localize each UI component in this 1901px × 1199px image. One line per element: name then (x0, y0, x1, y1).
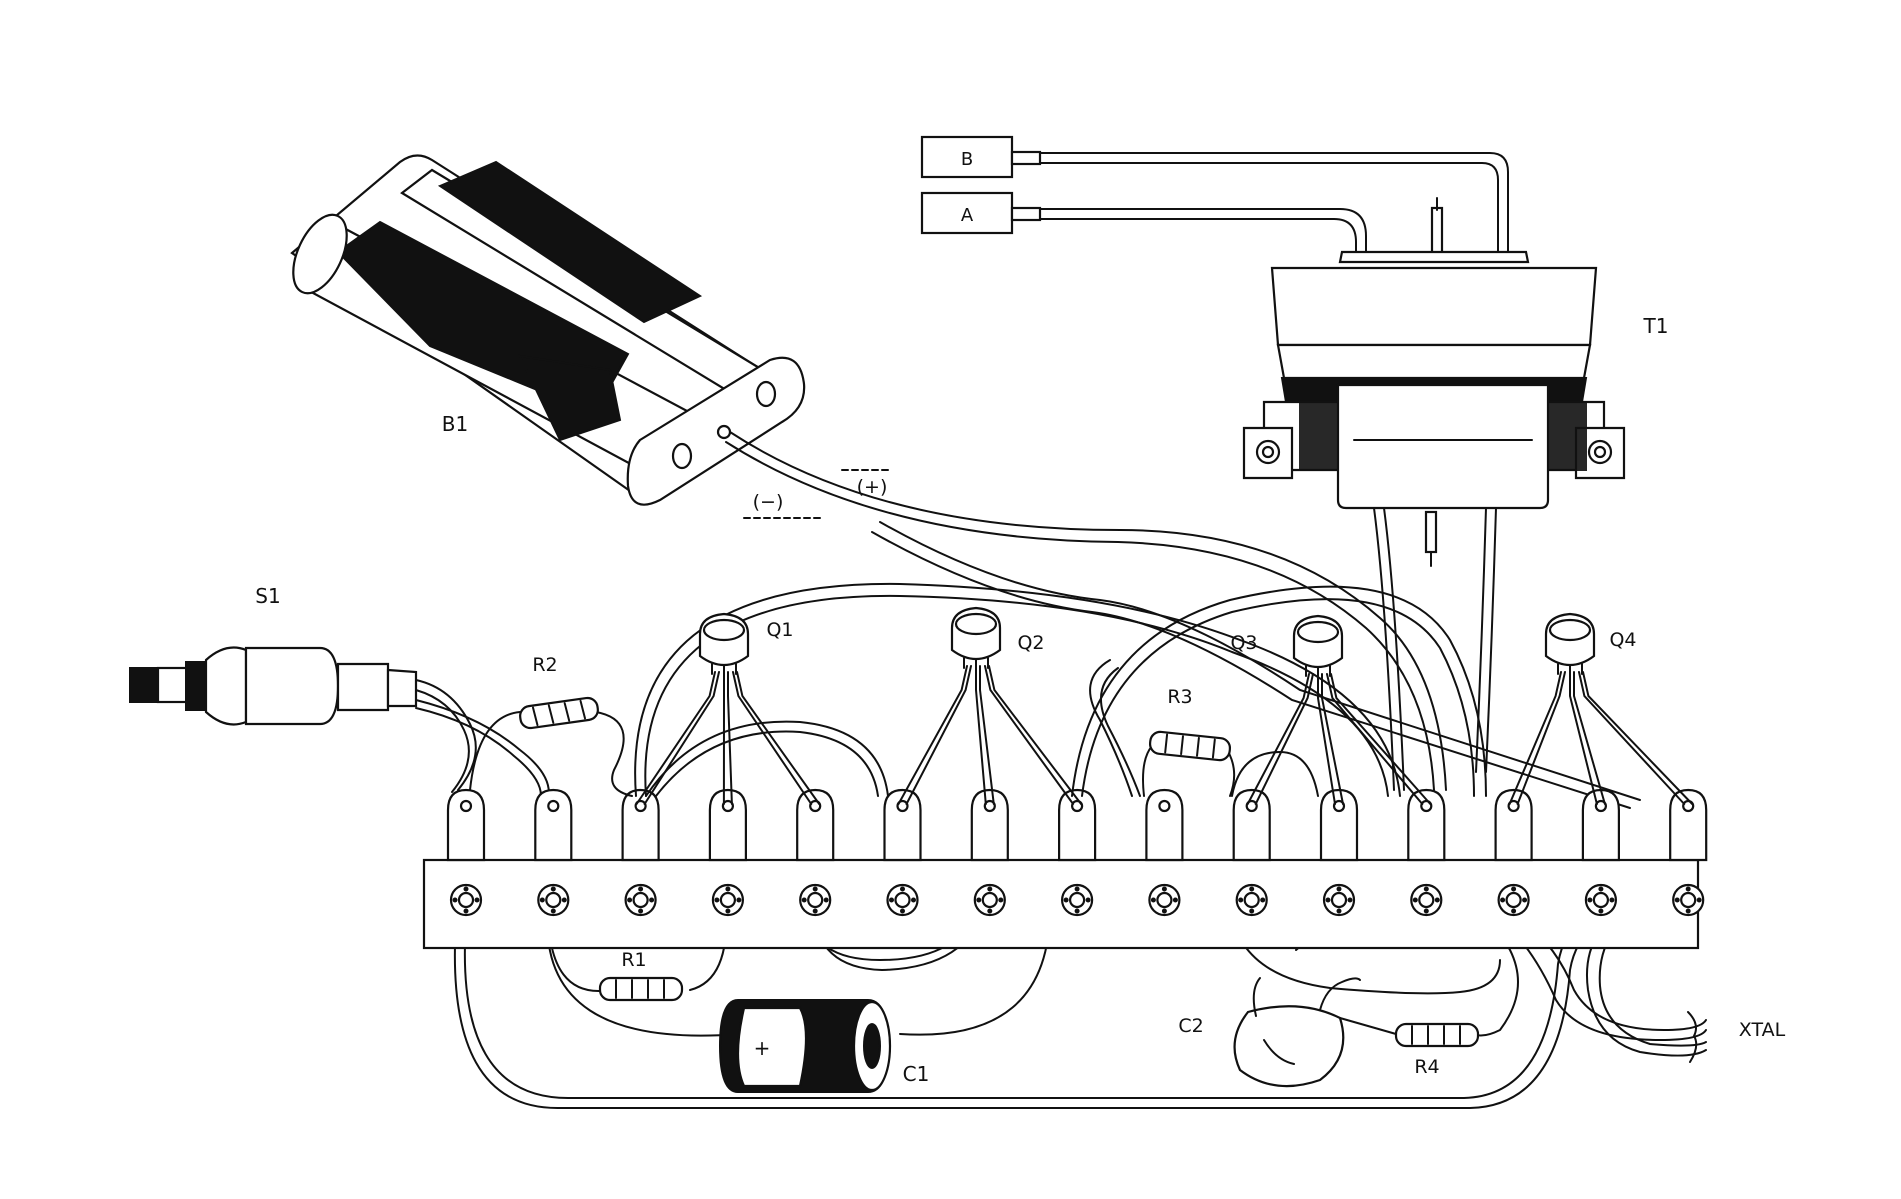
solder-lug (796, 788, 835, 862)
switch-leads (415, 679, 550, 803)
strip-hole (537, 883, 570, 917)
resistor-r2: R2 (519, 654, 599, 730)
q4-label: Q4 (1609, 629, 1636, 651)
solder-lug (883, 788, 922, 862)
transformer-t1: T1 (1242, 250, 1669, 567)
battery-leads: (−) (+) (725, 431, 1641, 809)
strip-hole (973, 883, 1006, 917)
resistor-r4: R4 (1339, 1017, 1480, 1078)
q1-label: Q1 (766, 619, 793, 641)
q2-label: Q2 (1017, 632, 1044, 654)
switch-s1: S1 (129, 584, 418, 726)
terminal-a-label: A (961, 205, 974, 226)
output-terminals: B A (920, 135, 1042, 235)
strip-hole (1322, 883, 1356, 917)
strip-hole (1584, 883, 1618, 917)
solder-lug (1494, 788, 1533, 862)
battery-positive-label: (+) (857, 476, 888, 498)
strip-hole (624, 883, 657, 917)
r3-label: R3 (1167, 686, 1192, 708)
c2-label: C2 (1178, 1015, 1203, 1037)
c1-polarity: + (754, 1036, 771, 1060)
transistors (635, 606, 1694, 805)
strip-hole (1410, 883, 1443, 917)
t1-label: T1 (1643, 314, 1669, 338)
strip-hole (1060, 883, 1094, 917)
terminal-a-box (920, 191, 1014, 235)
solder-lug (1232, 788, 1271, 862)
solder-lug (708, 788, 747, 862)
xtal-label: XTAL (1739, 1019, 1786, 1041)
transistor (1508, 612, 1694, 805)
solder-lug (446, 788, 486, 862)
solder-lug (970, 788, 1009, 862)
solder-lugs (446, 788, 1708, 862)
solder-lug (1319, 788, 1359, 862)
r1-label: R1 (621, 949, 646, 971)
strip-hole (449, 883, 483, 917)
strip-hole (1235, 883, 1268, 917)
r2-label: R2 (532, 654, 557, 676)
top-wiring (469, 582, 1487, 797)
transistor (1246, 614, 1432, 805)
solder-lug (1581, 788, 1620, 862)
strip-hole (711, 883, 745, 917)
capacitor-c2: C2 (1178, 977, 1361, 1088)
transistor (897, 606, 1083, 805)
transformer-leads-bottom (1373, 507, 1497, 791)
c1-label: C1 (903, 1062, 930, 1086)
xtal-connection: XTAL (1687, 1011, 1786, 1063)
b1-label: B1 (442, 412, 468, 436)
strip-hole (1497, 883, 1530, 917)
strip-holes (449, 883, 1705, 917)
q3-label: Q3 (1230, 632, 1257, 654)
solder-lug (534, 788, 573, 862)
resistor-r1: R1 (598, 949, 684, 1002)
terminal-b-box (920, 135, 1014, 179)
r4-label: R4 (1414, 1056, 1439, 1078)
solder-lug (1058, 788, 1097, 862)
solder-lug (1669, 788, 1708, 862)
capacitor-c1: + C1 (718, 999, 930, 1093)
solder-lug (621, 788, 660, 862)
battery-negative-label: (−) (753, 491, 784, 513)
transformer-leads-top (1039, 152, 1509, 263)
resistor-r3: R3 (1148, 686, 1232, 762)
s1-label: S1 (255, 584, 280, 608)
strip-hole (886, 883, 919, 917)
terminal-b-label: B (961, 149, 973, 170)
battery-holder-b1: B1 (290, 154, 806, 506)
strip-hole (1672, 883, 1705, 917)
strip-hole (799, 883, 832, 917)
solder-lug (1145, 788, 1184, 862)
transistor (635, 612, 821, 805)
strip-hole (1148, 883, 1181, 917)
